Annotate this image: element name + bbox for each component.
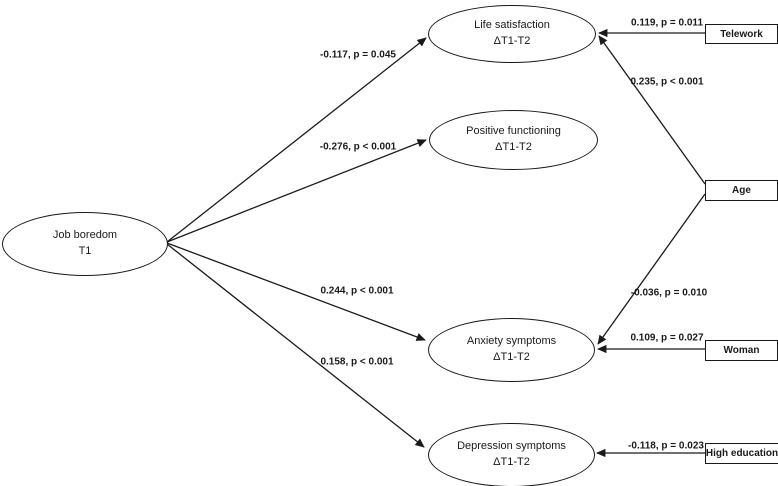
node-life-satisfaction-label: Life satisfaction [474,19,550,32]
arrow-jobboredom-to-anxietysymptoms [166,242,426,341]
path-label-jobboredom-positivefunctioning: -0.276, p < 0.001 [319,141,397,153]
path-label-age-anxietysymptoms: -0.036, p = 0.010 [630,287,708,299]
node-life-satisfaction: Life satisfaction ΔT1-T2 [428,5,596,63]
path-label-age-lifesatisfaction: 0.235, p < 0.001 [630,76,704,88]
node-anxiety-symptoms-sublabel: ΔT1-T2 [493,351,530,363]
node-life-satisfaction-sublabel: ΔT1-T2 [493,35,531,47]
node-positive-functioning-label: Positive functioning [466,125,561,138]
box-high-education: High education [705,443,778,464]
box-woman-label: Woman [723,345,760,356]
box-age: Age [705,180,778,201]
node-positive-functioning-sublabel: ΔT1-T2 [495,141,532,153]
node-anxiety-symptoms-label: Anxiety symptoms [466,335,557,348]
path-label-woman-anxietysymptoms: 0.109, p = 0.027 [630,332,704,344]
node-job-boredom-label: Job boredom [52,229,118,242]
path-label-jobboredom-depressionsymptoms: 0.158, p < 0.001 [320,356,394,368]
node-depression-symptoms: Depression symptoms ΔT1-T2 [428,423,595,486]
box-woman: Woman [705,340,778,361]
path-label-telework-lifesatisfaction: 0.119, p = 0.011 [630,17,704,29]
node-positive-functioning: Positive functioning ΔT1-T2 [429,110,598,170]
node-job-boredom: Job boredom T1 [2,212,168,276]
arrow-jobboredom-to-depressionsymptoms [166,243,425,448]
box-age-label: Age [732,185,751,196]
arrow-age-to-anxietysymptoms [597,193,706,345]
arrow-jobboredom-to-lifesatisfaction [166,37,427,243]
box-telework-label: Telework [720,28,763,40]
node-depression-symptoms-label: Depression symptoms [457,440,566,453]
box-high-education-label: High education [705,448,778,459]
path-label-higheducation-depressionsymptoms: -0.118, p = 0.023 [628,440,704,452]
node-anxiety-symptoms: Anxiety symptoms ΔT1-T2 [428,318,595,382]
path-label-jobboredom-lifesatisfaction: -0.117, p = 0.045 [320,49,396,61]
arrow-jobboredom-to-positivefunctioning [166,139,427,243]
node-job-boredom-sublabel: T1 [78,245,92,257]
node-depression-symptoms-sublabel: ΔT1-T2 [493,456,530,468]
path-label-jobboredom-anxietysymptoms: 0.244, p < 0.001 [320,285,394,297]
arrow-age-to-lifesatisfaction [598,35,706,185]
box-telework: Telework [705,24,778,44]
